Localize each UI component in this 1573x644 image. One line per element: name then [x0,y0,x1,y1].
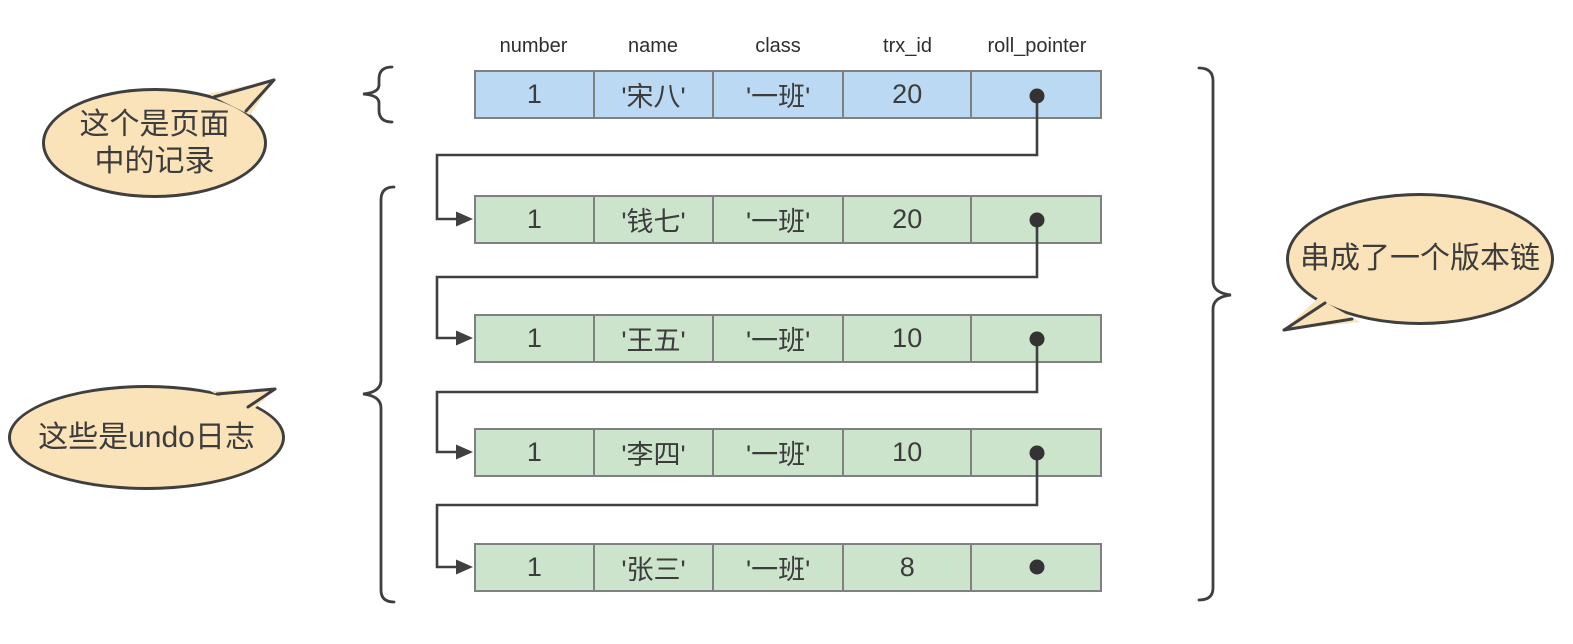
cell-number: 1 [476,316,595,361]
cell-roll-pointer [972,197,1100,242]
cell-trx-id: 8 [844,545,973,590]
cell-class: '一班' [714,72,844,117]
cell-trx-id: 20 [844,197,973,242]
callout-page-record: 这个是页面 中的记录 [42,88,267,198]
cell-name: '宋八' [595,72,715,117]
column-header-number: number [499,35,568,57]
table-row-undo-log: 1 '钱七' '一班' 20 [474,195,1102,244]
arrowhead-icon [456,211,473,227]
cell-number: 1 [476,72,595,117]
column-header-class: class [755,35,801,57]
cell-trx-id: 10 [844,316,973,361]
arrowhead-icon [456,559,473,575]
cell-name: '张三' [595,545,715,590]
callout-undo-logs: 这些是undo日志 [8,385,285,490]
cell-number: 1 [476,545,595,590]
cell-trx-id: 20 [844,72,973,117]
cell-roll-pointer [972,316,1100,361]
arrowhead-icon [456,330,473,346]
version-chain-brace [1197,66,1232,602]
arrowhead-icon [456,444,473,460]
cell-class: '一班' [714,197,844,242]
cell-roll-pointer [972,430,1100,475]
cell-roll-pointer [972,545,1100,590]
table-row-undo-log: 1 '张三' '一班' 8 [474,543,1102,592]
cell-number: 1 [476,430,595,475]
cell-class: '一班' [714,545,844,590]
page-record-brace [362,65,394,124]
callout-version-chain: 串成了一个版本链 [1286,193,1554,325]
cell-trx-id: 10 [844,430,973,475]
cell-number: 1 [476,197,595,242]
cell-class: '一班' [714,430,844,475]
cell-class: '一班' [714,316,844,361]
cell-name: '李四' [595,430,715,475]
column-header-trx-id: trx_id [883,35,932,57]
cell-name: '钱七' [595,197,715,242]
column-header-name: name [627,35,679,57]
column-header-roll-pointer: roll_pointer [987,35,1087,57]
cell-roll-pointer [972,72,1100,117]
table-row-undo-log: 1 '李四' '一班' 10 [474,428,1102,477]
cell-name: '王五' [595,316,715,361]
table-row-undo-log: 1 '王五' '一班' 10 [474,314,1102,363]
table-row-page-record: 1 '宋八' '一班' 20 [474,70,1102,119]
undo-logs-brace [362,185,396,604]
